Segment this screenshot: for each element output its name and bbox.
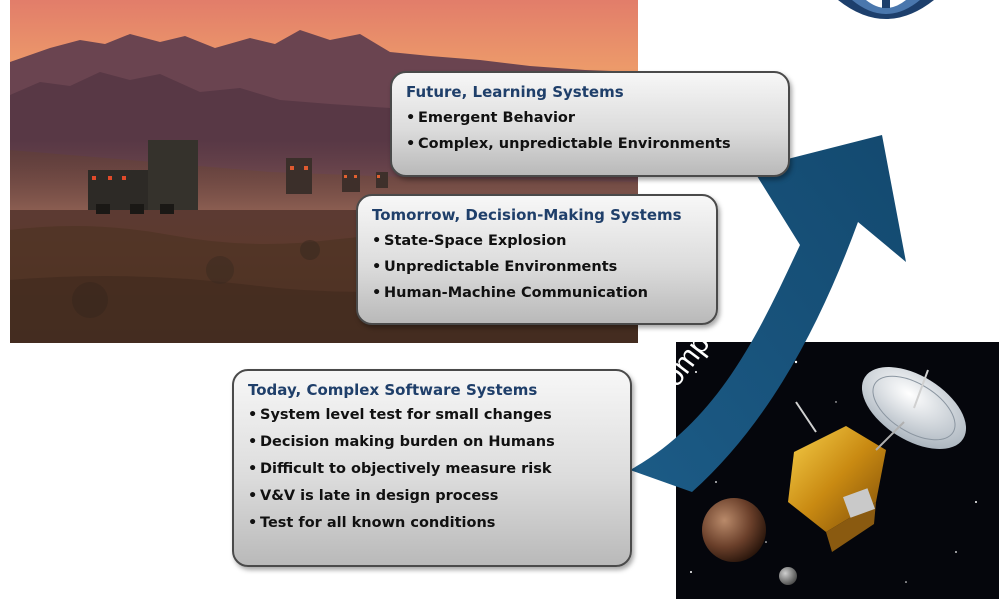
bullet-icon: • xyxy=(372,285,382,301)
list-item: • System level test for small changes xyxy=(248,402,618,429)
list-item: • Human-Machine Communication xyxy=(372,280,704,306)
list-item-text: State-Space Explosion xyxy=(384,233,567,249)
today-systems-title: Today, Complex Software Systems xyxy=(248,381,538,399)
list-item: • Difficult to objectively measure risk xyxy=(248,456,618,483)
list-item-text: Decision making burden on Humans xyxy=(260,434,555,450)
list-item: • Emergent Behavior xyxy=(406,105,776,131)
bullet-icon: • xyxy=(406,110,416,126)
list-item-text: Emergent Behavior xyxy=(418,110,576,126)
list-item-text: System level test for small changes xyxy=(260,407,552,423)
today-systems-box: Today, Complex Software Systems • System… xyxy=(232,369,632,567)
bullet-icon: • xyxy=(248,407,258,423)
list-item-text: Test for all known conditions xyxy=(260,515,496,531)
bullet-icon: • xyxy=(248,434,258,450)
future-systems-box: Future, Learning Systems • Emergent Beha… xyxy=(390,71,790,177)
list-item-text: Complex, unpredictable Environments xyxy=(418,136,731,152)
seal-logo-graphic xyxy=(838,0,934,19)
list-item: • Decision making burden on Humans xyxy=(248,429,618,456)
bullet-icon: • xyxy=(406,136,416,152)
list-item-text: Unpredictable Environments xyxy=(384,259,618,275)
list-item: • Complex, unpredictable Environments xyxy=(406,131,776,157)
list-item-text: Difficult to objectively measure risk xyxy=(260,461,552,477)
future-systems-list: • Emergent Behavior • Complex, unpredict… xyxy=(406,105,776,157)
future-systems-title: Future, Learning Systems xyxy=(406,83,624,101)
bullet-icon: • xyxy=(372,233,382,249)
bullet-icon: • xyxy=(248,461,258,477)
tomorrow-systems-title: Tomorrow, Decision-Making Systems xyxy=(372,206,682,224)
seal-logo xyxy=(838,0,934,22)
tomorrow-systems-list: • State-Space Explosion • Unpredictable … xyxy=(372,228,704,306)
list-item-text: Human-Machine Communication xyxy=(384,285,649,301)
spacecraft-image xyxy=(676,342,999,599)
tomorrow-systems-box: Tomorrow, Decision-Making Systems • Stat… xyxy=(356,194,718,325)
list-item: • State-Space Explosion xyxy=(372,228,704,254)
bullet-icon: • xyxy=(248,515,258,531)
list-item: • Unpredictable Environments xyxy=(372,254,704,280)
today-systems-list: • System level test for small changes • … xyxy=(248,402,618,537)
bullet-icon: • xyxy=(248,488,258,504)
spacecraft-photo xyxy=(676,342,999,599)
list-item-text: V&V is late in design process xyxy=(260,488,499,504)
bullet-icon: • xyxy=(372,259,382,275)
list-item: • V&V is late in design process xyxy=(248,483,618,510)
list-item: • Test for all known conditions xyxy=(248,510,618,537)
